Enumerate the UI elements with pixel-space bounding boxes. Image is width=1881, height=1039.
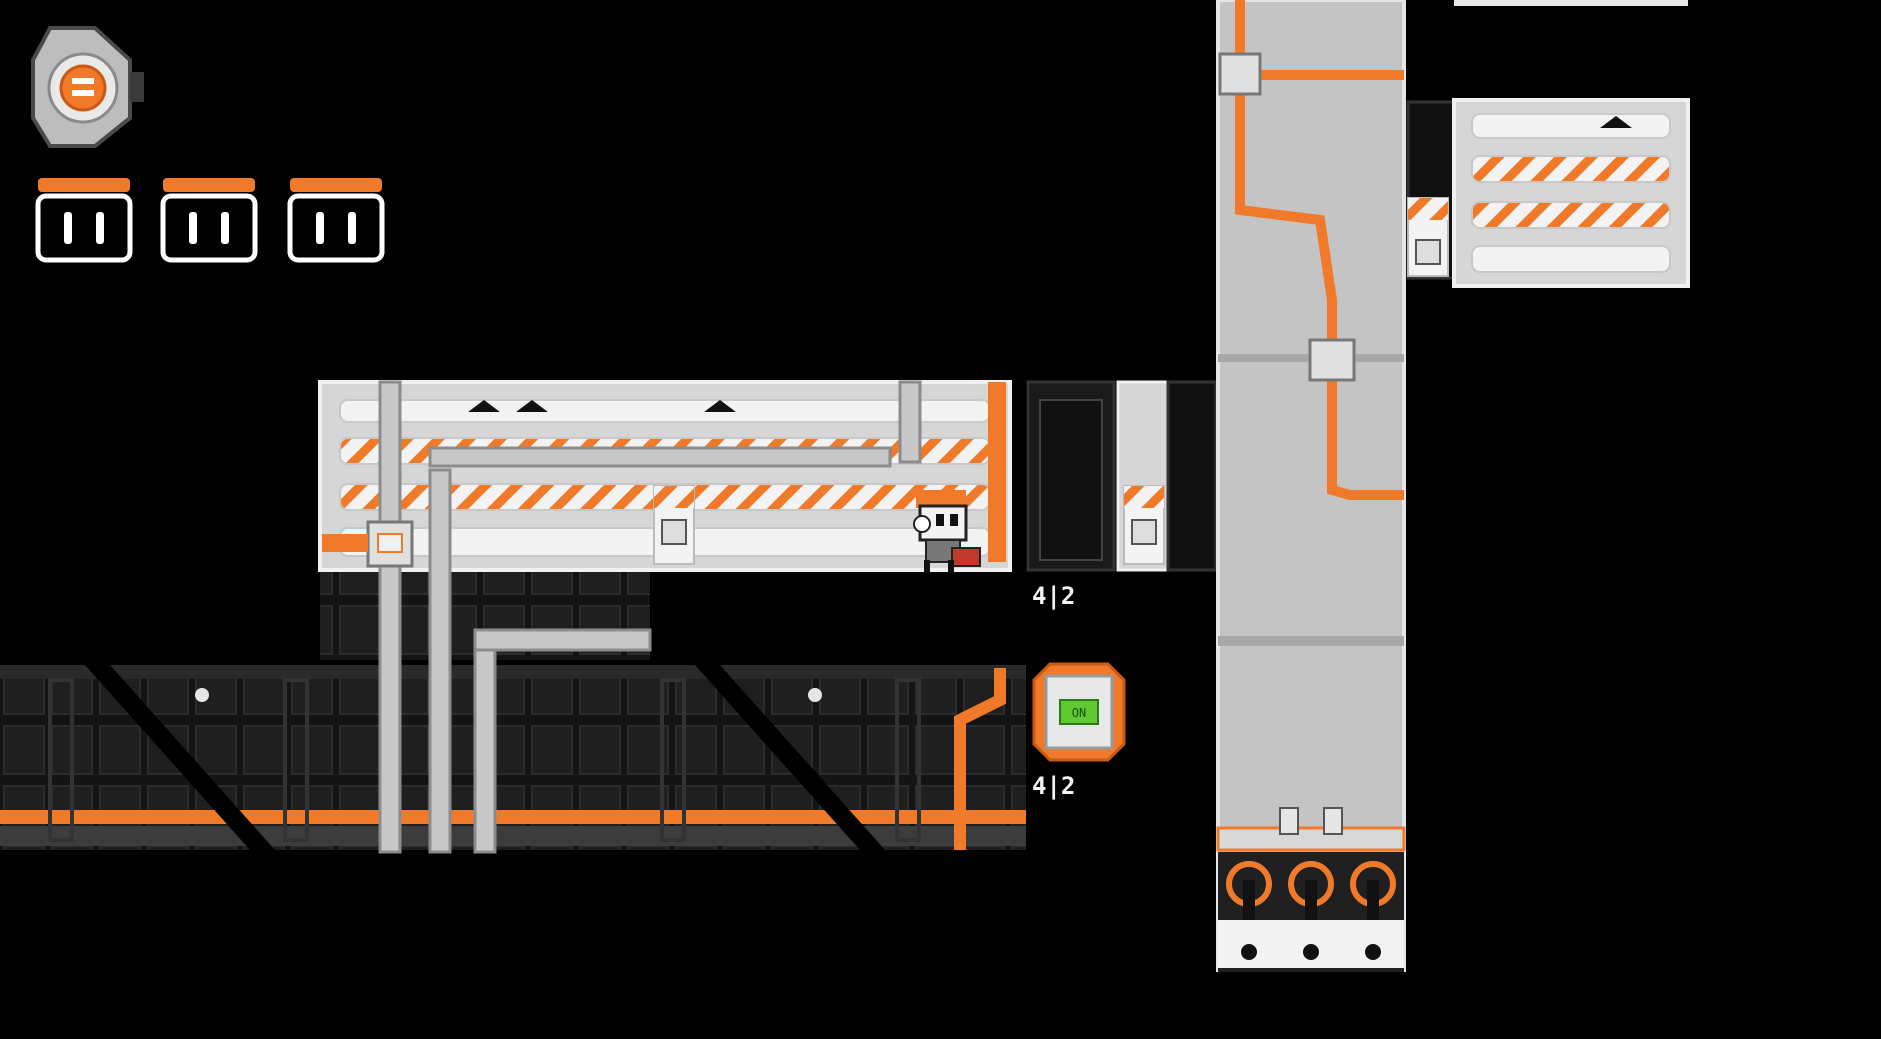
ceiling-lamp-icon: [704, 382, 736, 412]
tower-orange-pipes: [1235, 0, 1404, 500]
orange-pipe: [954, 668, 1006, 850]
support-trusses: [48, 678, 921, 842]
health-bar: [35, 178, 385, 263]
battery-cell-1: [35, 178, 133, 263]
lower-wall: [0, 665, 1026, 850]
ceiling-lamp-icon: [808, 688, 822, 702]
ceiling-lamp-icon: [195, 688, 209, 702]
thruster-array: [1218, 852, 1404, 972]
power-switch[interactable]: ON: [1032, 662, 1126, 762]
counter-upper: 4|2: [1032, 582, 1075, 610]
checkpoint-terminal-icon[interactable]: [1123, 485, 1165, 565]
ceiling-lamp-icon: [516, 382, 548, 412]
battery-cell-3: [287, 178, 385, 263]
pipe-junction-box: [322, 520, 414, 568]
robot-player-sprite[interactable]: [913, 490, 981, 572]
battery-cell-2: [160, 178, 258, 263]
grey-pipes: [378, 380, 922, 854]
hud: [31, 26, 385, 263]
upper-right-platform: [1406, 0, 1690, 288]
checkpoint-terminal-icon[interactable]: [1407, 197, 1449, 277]
gear-core-icon: [31, 26, 144, 148]
switch-label: ON: [1072, 706, 1086, 720]
ceiling-lamp-icon: [468, 382, 500, 412]
ceiling-lamp-icon: [1600, 100, 1632, 128]
right-tower: [1216, 0, 1406, 972]
counter-lower: 4|2: [1032, 772, 1075, 800]
ceiling-lamps: [468, 382, 736, 412]
checkpoint-terminal-icon[interactable]: [653, 485, 695, 565]
pipe-junction-box: [1218, 52, 1356, 382]
vertical-door-sprite: [988, 380, 1218, 572]
